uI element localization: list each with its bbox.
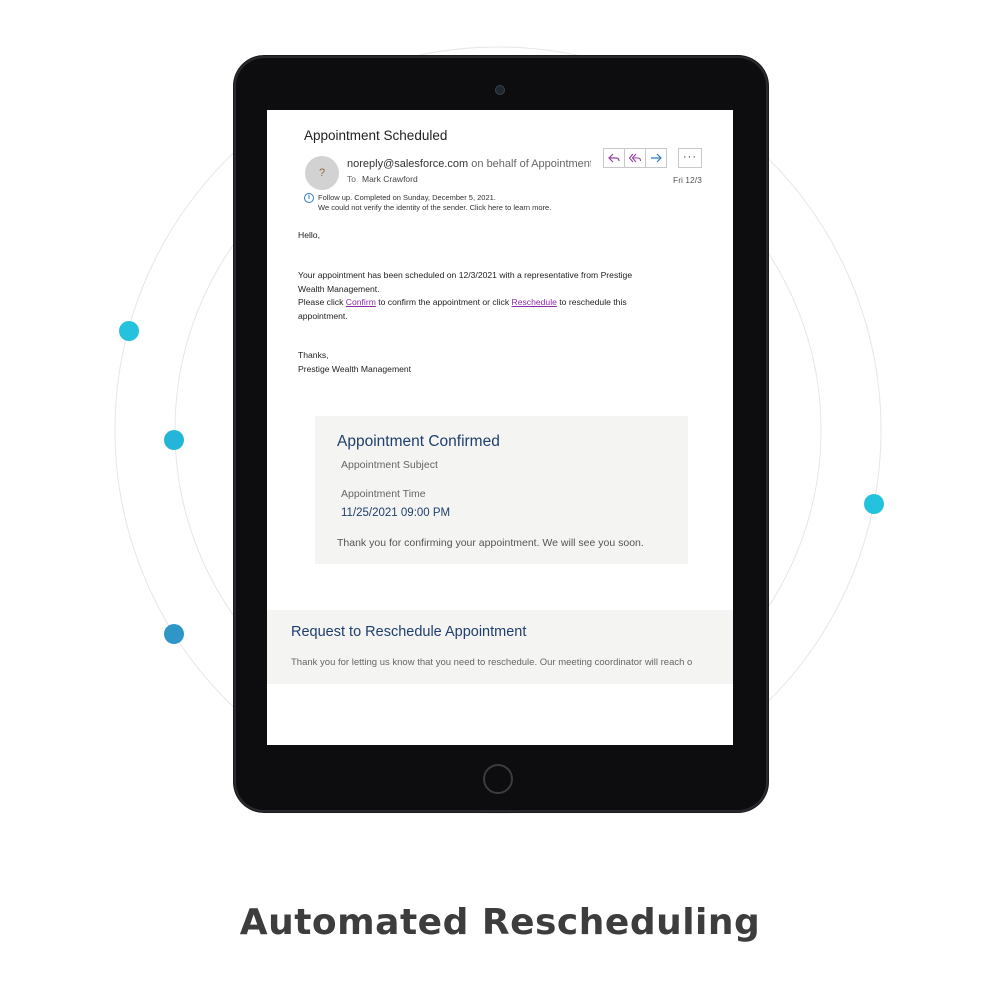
orbit-dot xyxy=(164,430,184,450)
reschedule-banner: Request to Reschedule Appointment Thank … xyxy=(267,610,733,684)
greeting: Hello, xyxy=(298,230,320,240)
on-behalf-text: on behalf of Appointments xyxy=(468,158,591,170)
orbit-dot xyxy=(119,321,139,341)
orbit-dot xyxy=(164,624,184,644)
confirmation-card: Appointment Confirmed Appointment Subjec… xyxy=(315,416,688,564)
appointment-time-label: Appointment Time xyxy=(341,488,426,500)
message-actions xyxy=(603,148,667,168)
recipient-line: To Mark Crawford xyxy=(347,174,418,184)
email-screen: Appointment Scheduled ? noreply@salesfor… xyxy=(267,110,733,745)
body-text-segment: to confirm the appointment or click xyxy=(375,297,512,307)
reply-button[interactable] xyxy=(603,148,625,168)
reschedule-message: Thank you for letting us know that you n… xyxy=(291,657,693,668)
body-line: appointment. xyxy=(298,310,348,321)
recipient-name: Mark Crawford xyxy=(361,174,418,184)
sender-avatar[interactable]: ? xyxy=(305,156,339,190)
info-icon: i xyxy=(304,193,314,203)
forward-icon xyxy=(651,153,662,163)
reply-all-button[interactable] xyxy=(624,148,646,168)
body-line: Please click Confirm to confirm the appo… xyxy=(298,296,632,310)
confirm-link[interactable]: Confirm xyxy=(345,297,376,307)
body-line: Your appointment has been scheduled on 1… xyxy=(298,270,633,280)
signature-block: Thanks, Prestige Wealth Management xyxy=(298,349,411,376)
sender-email: noreply@salesforce.com xyxy=(347,158,469,170)
body-paragraph: Your appointment has been scheduled on 1… xyxy=(298,269,632,323)
received-date: Fri 12/3 xyxy=(673,175,702,185)
more-options-button[interactable]: ··· xyxy=(678,148,702,168)
caption-title: Automated Rescheduling xyxy=(239,902,761,943)
to-label: To xyxy=(347,174,356,184)
confirmation-title: Appointment Confirmed xyxy=(337,433,500,450)
home-button[interactable] xyxy=(483,764,513,794)
reply-icon xyxy=(608,153,620,163)
verify-notice: We could not verify the identity of the … xyxy=(318,203,552,212)
reschedule-title: Request to Reschedule Appointment xyxy=(291,624,527,640)
tablet-device: Appointment Scheduled ? noreply@salesfor… xyxy=(234,56,768,812)
orbit-dot xyxy=(864,494,884,514)
body-text-segment: to reschedule this xyxy=(556,297,627,307)
reply-all-icon xyxy=(629,153,641,163)
appointment-time-value: 11/25/2021 09:00 PM xyxy=(341,507,451,519)
confirmation-message: Thank you for confirming your appointmen… xyxy=(337,537,644,549)
signoff: Thanks, xyxy=(298,350,329,360)
forward-button[interactable] xyxy=(645,148,667,168)
appointment-subject-label: Appointment Subject xyxy=(341,459,438,471)
sender-line[interactable]: noreply@salesforce.com on behalf of Appo… xyxy=(347,158,591,170)
outer-orbit-ring xyxy=(114,46,882,814)
body-line: Wealth Management. xyxy=(298,283,380,294)
signature: Prestige Wealth Management xyxy=(298,363,412,374)
email-subject: Appointment Scheduled xyxy=(304,128,448,143)
body-text-segment: Please click xyxy=(298,297,346,307)
reschedule-link[interactable]: Reschedule xyxy=(511,297,557,307)
follow-up-notice: Follow up. Completed on Sunday, December… xyxy=(318,193,496,202)
camera-icon xyxy=(496,86,504,94)
sender-notice[interactable]: Follow up. Completed on Sunday, December… xyxy=(318,193,551,213)
